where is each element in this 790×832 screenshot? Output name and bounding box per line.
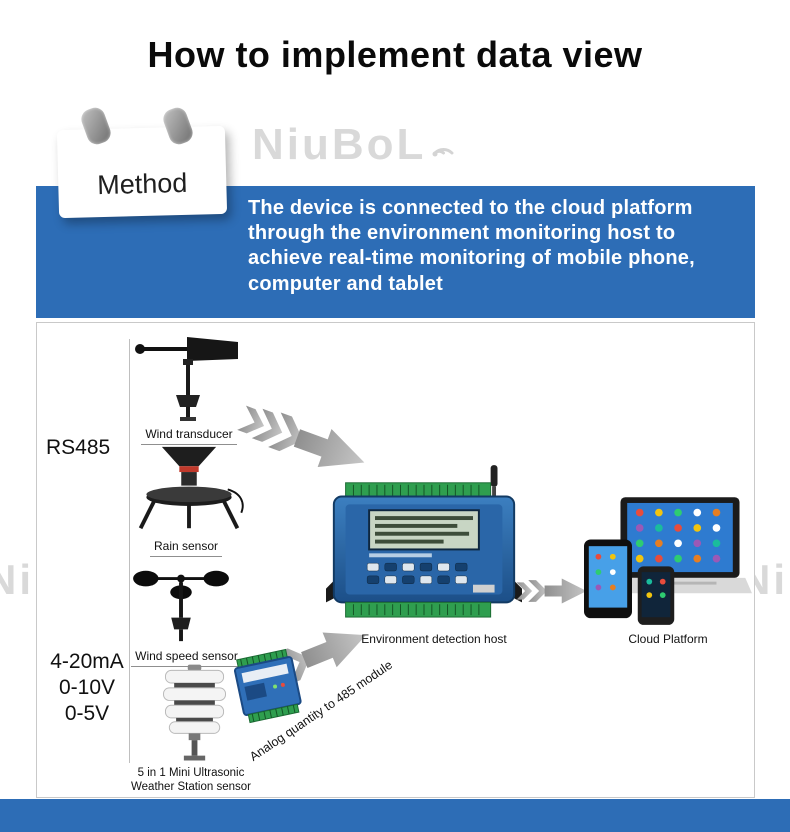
brand-watermark-text: NiuBoL bbox=[252, 120, 427, 169]
arrow-right-top-icon bbox=[229, 391, 380, 496]
cloud-platform-label: Cloud Platform bbox=[628, 632, 708, 646]
method-card-label: Method bbox=[96, 167, 188, 201]
analog-signal-labels: 4-20mA 0-10V 0-5V bbox=[37, 649, 137, 727]
wind-speed-sensor-label-wrap: Wind speed sensor bbox=[124, 647, 249, 667]
wind-transducer-label: Wind transducer bbox=[141, 427, 237, 445]
analog-label-2: 0-10V bbox=[58, 676, 116, 699]
analog-label-3: 0-5V bbox=[64, 702, 110, 725]
ultrasonic-weather-station-icon bbox=[149, 663, 241, 765]
diagram-panel: Wind transducer RS485 Rain sensor bbox=[36, 322, 755, 798]
page-title: How to implement data view bbox=[147, 34, 643, 75]
arrow-right-cloud-icon bbox=[515, 573, 589, 614]
wind-speed-sensor-icon bbox=[129, 559, 234, 647]
rain-sensor-label-wrap: Rain sensor bbox=[136, 537, 236, 557]
wind-transducer-label-wrap: Wind transducer bbox=[129, 425, 249, 445]
method-description: The device is connected to the cloud pla… bbox=[248, 197, 695, 295]
host-label: Environment detection host bbox=[361, 632, 507, 646]
rain-sensor-icon bbox=[129, 443, 249, 535]
analog-module-icon bbox=[228, 645, 308, 729]
rs485-label: RS485 bbox=[46, 436, 111, 459]
method-card: Method bbox=[56, 125, 228, 219]
analog-label-1: 4-20mA bbox=[50, 650, 124, 673]
sensor-bus-line bbox=[129, 339, 130, 763]
host-device-icon bbox=[326, 465, 522, 627]
footer-bar bbox=[0, 799, 790, 832]
ultrasonic-weather-station-label: 5 in 1 Mini Ultrasonic Weather Station s… bbox=[131, 767, 251, 793]
cloud-devices-icon bbox=[584, 493, 752, 631]
signal-icon bbox=[430, 120, 456, 170]
wind-speed-sensor-label: Wind speed sensor bbox=[131, 649, 242, 667]
rain-sensor-label: Rain sensor bbox=[149, 539, 223, 557]
brand-watermark-top: NiuBoL bbox=[252, 120, 456, 170]
wind-transducer-icon bbox=[132, 333, 242, 425]
